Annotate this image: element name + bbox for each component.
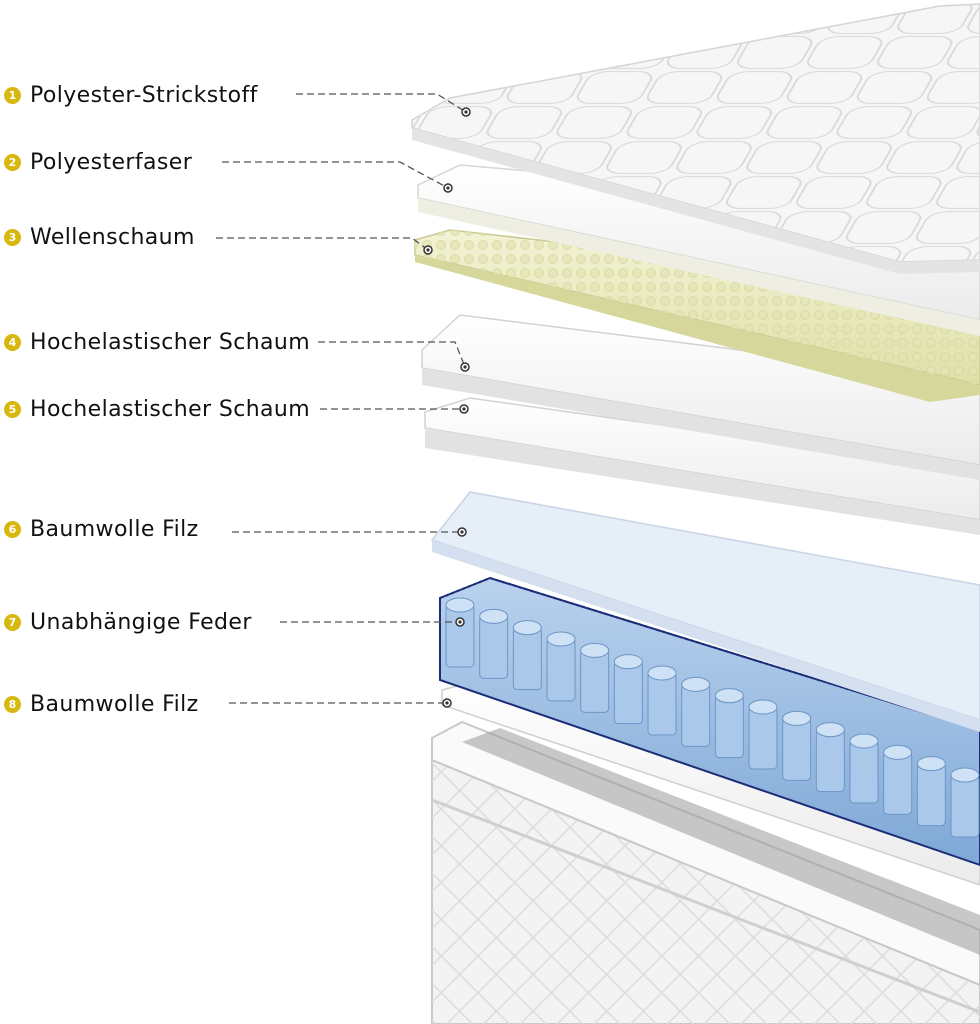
- spring-pocket: [681, 683, 711, 747]
- spring-pocket: [714, 695, 744, 759]
- callout-layer-3: 3 Wellenschaum: [4, 222, 195, 252]
- number-badge-4: 4: [4, 333, 21, 351]
- spring-pocket-top: [479, 608, 509, 624]
- label-layer-7: Unabhängige Feder: [30, 609, 252, 635]
- layer-7-springs-shape: [439, 576, 980, 867]
- label-layer-4: Hochelastischer Schaum: [30, 329, 311, 355]
- layer-4-foam-shape: [421, 314, 980, 480]
- number-badge-1: 1: [4, 86, 21, 104]
- layer-6-felt-shape: [430, 491, 980, 732]
- spring-pocket-top: [815, 722, 845, 738]
- leader-lines: [216, 93, 467, 704]
- label-layer-3: Wellenschaum: [30, 224, 195, 250]
- spring-pocket: [815, 729, 845, 793]
- spring-pocket-top: [647, 665, 677, 681]
- spring-pocket-top: [580, 642, 610, 658]
- spring-pocket: [546, 638, 576, 702]
- spring-pocket: [580, 649, 610, 713]
- spring-pocket: [613, 661, 643, 725]
- layer-5-foam-shape: [424, 397, 980, 535]
- leader-line-2: [222, 161, 449, 189]
- label-layer-2: Polyesterfaser: [30, 149, 193, 175]
- spring-pocket: [950, 774, 980, 838]
- label-layer-5: Hochelastischer Schaum: [30, 396, 311, 422]
- callout-layer-8: 8 Baumwolle Filz: [4, 689, 199, 719]
- callout-layer-5: 5 Hochelastischer Schaum: [4, 394, 310, 424]
- layer-3-wave-foam-shape: [414, 229, 980, 402]
- leader-dot-centers: [426, 110, 468, 705]
- label-layer-8: Baumwolle Filz: [30, 691, 199, 717]
- callout-layer-2: 2 Polyesterfaser: [4, 147, 192, 177]
- spring-pocket: [647, 672, 677, 736]
- spring-pocket-top: [512, 620, 542, 636]
- spring-pocket: [883, 751, 913, 815]
- spring-pocket-top: [681, 676, 711, 692]
- layer-1-knit-top-shape: [411, 3, 980, 274]
- spring-pocket-top: [445, 597, 475, 613]
- spring-pocket-top: [782, 710, 812, 726]
- number-badge-8: 8: [4, 695, 21, 713]
- spring-pocket: [849, 740, 879, 804]
- spring-pocket-top: [916, 756, 946, 772]
- spring-pocket: [479, 615, 509, 679]
- number-badge-5: 5: [4, 400, 21, 418]
- leader-line-3: [216, 237, 429, 251]
- mattress-base-unit: [431, 720, 980, 1024]
- spring-pocket: [748, 706, 778, 770]
- number-badge-3: 3: [4, 228, 21, 246]
- callout-layer-7: 7 Unabhängige Feder: [4, 607, 252, 637]
- number-badge-2: 2: [4, 153, 21, 171]
- spring-pocket: [512, 627, 542, 691]
- number-badge-7: 7: [4, 613, 21, 631]
- callout-layer-1: 1 Polyester-Strickstoff: [4, 80, 258, 110]
- label-layer-6: Baumwolle Filz: [30, 516, 199, 542]
- spring-pocket-top: [849, 733, 879, 749]
- leader-line-1: [296, 93, 467, 113]
- spring-pocket-top: [714, 688, 744, 704]
- spring-pocket-top: [748, 699, 778, 715]
- leader-line-4: [318, 341, 466, 368]
- number-badge-6: 6: [4, 520, 21, 538]
- spring-pocket-top: [883, 744, 913, 760]
- spring-pocket-top: [546, 631, 576, 647]
- label-layer-1: Polyester-Strickstoff: [30, 82, 258, 108]
- spring-pocket-top: [950, 767, 980, 783]
- spring-columns: [445, 597, 980, 838]
- spring-pocket: [445, 604, 475, 668]
- callout-layer-6: 6 Baumwolle Filz: [4, 514, 199, 544]
- spring-pocket: [916, 763, 946, 827]
- spring-pocket-top: [613, 654, 643, 670]
- callout-layer-4: 4 Hochelastischer Schaum: [4, 327, 310, 357]
- spring-pocket: [782, 717, 812, 781]
